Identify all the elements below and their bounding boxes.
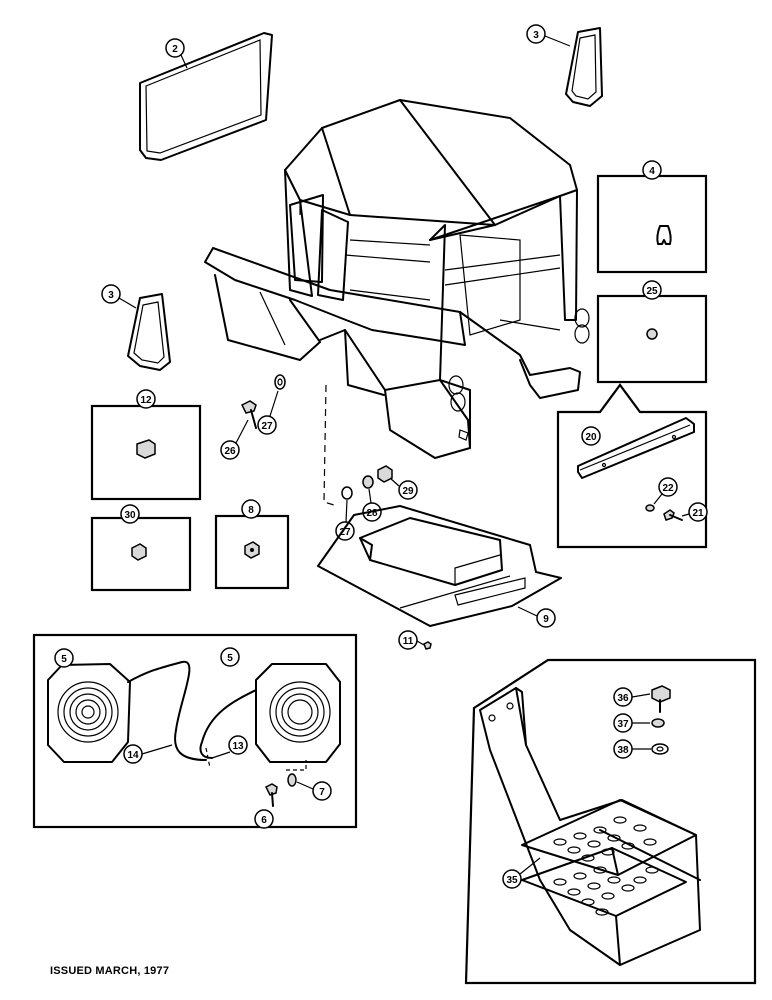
svg-text:3: 3 <box>533 30 539 41</box>
svg-text:12: 12 <box>140 395 152 406</box>
svg-text:29: 29 <box>402 486 414 497</box>
callout-11: 11 <box>398 630 432 650</box>
callout-35: 35 <box>502 857 541 889</box>
callout-36: 36 <box>613 687 651 707</box>
callout-3-left: 3 <box>101 284 137 309</box>
svg-text:6: 6 <box>261 815 267 826</box>
callout-20: 20 <box>581 426 601 446</box>
svg-text:4: 4 <box>649 166 655 177</box>
callout-9: 9 <box>517 606 556 628</box>
svg-text:7: 7 <box>319 787 325 798</box>
callout-8: 8 <box>241 499 261 519</box>
svg-text:35: 35 <box>506 875 518 886</box>
callout-28: 28 <box>362 488 382 522</box>
svg-text:25: 25 <box>646 286 658 297</box>
cab-frame <box>204 99 590 459</box>
callout-13: 13 <box>228 735 248 755</box>
svg-text:21: 21 <box>692 508 704 519</box>
callout-6: 6 <box>254 809 274 829</box>
lockwasher-28 <box>362 475 374 489</box>
svg-text:13: 13 <box>232 741 244 752</box>
svg-text:36: 36 <box>617 693 629 704</box>
callout-29: 29 <box>389 477 418 500</box>
callout-14: 14 <box>123 744 173 764</box>
callout-27-upper: 27 <box>257 390 279 435</box>
callout-21: 21 <box>681 502 708 522</box>
callout-5-left: 5 <box>54 648 74 668</box>
inset-20-21-22 <box>556 383 708 549</box>
callout-7: 7 <box>296 781 332 801</box>
callout-12: 12 <box>136 389 156 409</box>
svg-text:28: 28 <box>366 508 378 519</box>
washer-27-lower <box>341 486 353 500</box>
svg-text:14: 14 <box>127 750 139 761</box>
callout-3-top: 3 <box>526 24 571 47</box>
nut-29 <box>377 465 393 483</box>
callout-22: 22 <box>653 477 678 505</box>
callout-2: 2 <box>165 38 188 69</box>
issued-date: ISSUED MARCH, 1977 <box>50 965 170 977</box>
callout-5-right: 5 <box>220 647 240 667</box>
quarter-window-seal-right <box>565 27 603 107</box>
svg-text:27: 27 <box>339 527 351 538</box>
callout-26: 26 <box>220 419 249 460</box>
inset-12 <box>90 404 202 501</box>
step-inset <box>464 658 757 985</box>
callout-38: 38 <box>613 739 651 759</box>
floor-plate <box>317 505 562 627</box>
rear-window-seal <box>139 32 273 161</box>
washer-27-upper <box>274 374 286 390</box>
svg-text:5: 5 <box>227 653 233 664</box>
svg-text:8: 8 <box>248 505 254 516</box>
svg-text:11: 11 <box>403 636 414 647</box>
svg-text:22: 22 <box>662 483 674 494</box>
callout-37: 37 <box>613 713 650 733</box>
callout-30: 30 <box>120 504 140 524</box>
quarter-window-seal-left <box>127 293 171 371</box>
inset-4 <box>596 174 708 274</box>
svg-text:37: 37 <box>617 719 629 730</box>
svg-text:3: 3 <box>108 290 114 301</box>
inset-25 <box>596 294 708 384</box>
callout-4: 4 <box>642 160 662 180</box>
inset-8 <box>214 514 290 590</box>
svg-text:27: 27 <box>261 421 273 432</box>
callout-25: 25 <box>642 280 662 300</box>
lamp-inset <box>32 633 358 829</box>
svg-text:2: 2 <box>172 44 178 55</box>
bolt-26 <box>240 400 257 429</box>
svg-text:20: 20 <box>585 432 597 443</box>
svg-text:26: 26 <box>224 446 236 457</box>
svg-text:30: 30 <box>124 510 136 521</box>
svg-text:9: 9 <box>543 614 549 625</box>
inset-30 <box>90 516 192 592</box>
svg-text:38: 38 <box>617 745 629 756</box>
svg-text:5: 5 <box>61 654 67 665</box>
